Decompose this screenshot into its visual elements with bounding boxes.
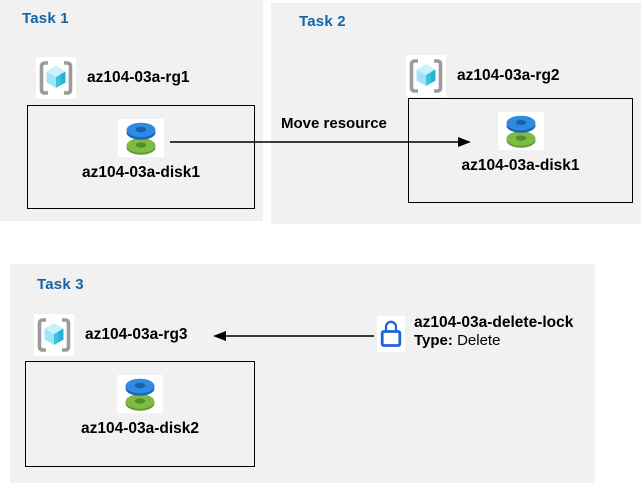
task3-panel: Task 3 az104-03a-rg3 <box>10 264 595 483</box>
lock-icon <box>377 316 405 352</box>
disk-icon <box>118 119 164 157</box>
move-resource-label: Move resource <box>281 115 387 132</box>
lock-type-label: Type: <box>414 332 453 349</box>
lock-text: az104-03a-delete-lock Type: Delete <box>414 314 573 350</box>
task3-resource-box: az104-03a-disk2 <box>25 361 255 467</box>
task3-title: Task 3 <box>37 276 84 293</box>
lock-type-value: Delete <box>452 332 501 349</box>
task2-resource-group: az104-03a-rg2 <box>406 55 560 97</box>
resource-group-name: az104-03a-rg3 <box>85 326 188 343</box>
disk-icon <box>117 375 163 413</box>
lock-type: Type: Delete <box>414 332 573 350</box>
task2-resource-box: az104-03a-disk1 <box>408 98 633 203</box>
task1-title: Task 1 <box>22 10 69 27</box>
lock-name: az104-03a-delete-lock <box>414 314 574 331</box>
task1-resource-box: az104-03a-disk1 <box>27 105 255 209</box>
disk-icon <box>497 112 544 150</box>
resource-group-icon <box>34 314 74 356</box>
resource-group-icon <box>36 57 76 99</box>
task2-panel: Task 2 az104-03a-rg2 <box>271 3 641 224</box>
resource-group-name: az104-03a-rg1 <box>87 69 190 86</box>
task3-resource-group: az104-03a-rg3 <box>34 314 188 356</box>
task1-resource-group: az104-03a-rg1 <box>36 57 190 99</box>
resource-name: az104-03a-disk1 <box>81 164 201 181</box>
resource-group-name: az104-03a-rg2 <box>457 67 560 84</box>
task1-panel: Task 1 az104-03a-rg1 <box>0 0 263 221</box>
delete-lock-group: az104-03a-delete-lock Type: Delete <box>377 314 573 352</box>
resource-name: az104-03a-disk1 <box>461 157 580 174</box>
resource-group-icon <box>406 55 446 97</box>
task2-title: Task 2 <box>299 13 346 30</box>
resource-name: az104-03a-disk2 <box>80 420 200 437</box>
